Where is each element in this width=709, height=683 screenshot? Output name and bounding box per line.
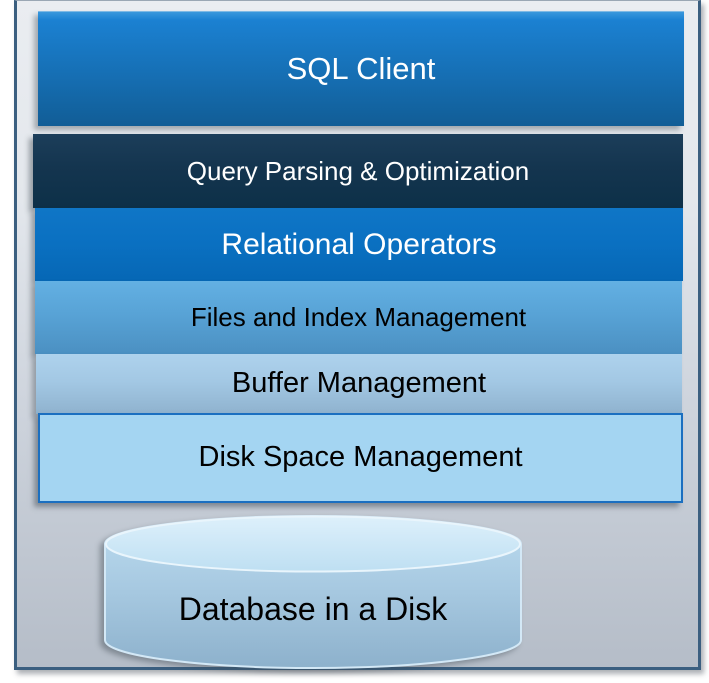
layer-files-index-management: Files and Index Management <box>35 281 682 354</box>
layer-relational-operators-label: Relational Operators <box>221 228 497 261</box>
layer-relational-operators: Relational Operators <box>35 208 683 281</box>
layer-query-parsing-optimization: Query Parsing & Optimization <box>33 134 683 208</box>
database-disk-label: Database in a Disk <box>178 590 448 627</box>
layer-sql-client-label: SQL Client <box>286 50 436 86</box>
layer-sql-client: SQL Client <box>38 11 684 126</box>
database-cylinder: Database in a Disk <box>103 515 523 669</box>
layer-disk-space-label: Disk Space Management <box>198 441 523 474</box>
layer-buffer-management-label: Buffer Management <box>231 367 487 400</box>
layer-files-index-label: Files and Index Management <box>190 302 527 333</box>
layer-disk-space-management: Disk Space Management <box>38 413 683 503</box>
slide-frame: SQL Client Query Parsing & Optimization … <box>14 0 701 670</box>
layer-buffer-management: Buffer Management <box>36 354 682 414</box>
database-cylinder-icon <box>104 515 522 669</box>
layer-query-parsing-label: Query Parsing & Optimization <box>186 155 530 186</box>
